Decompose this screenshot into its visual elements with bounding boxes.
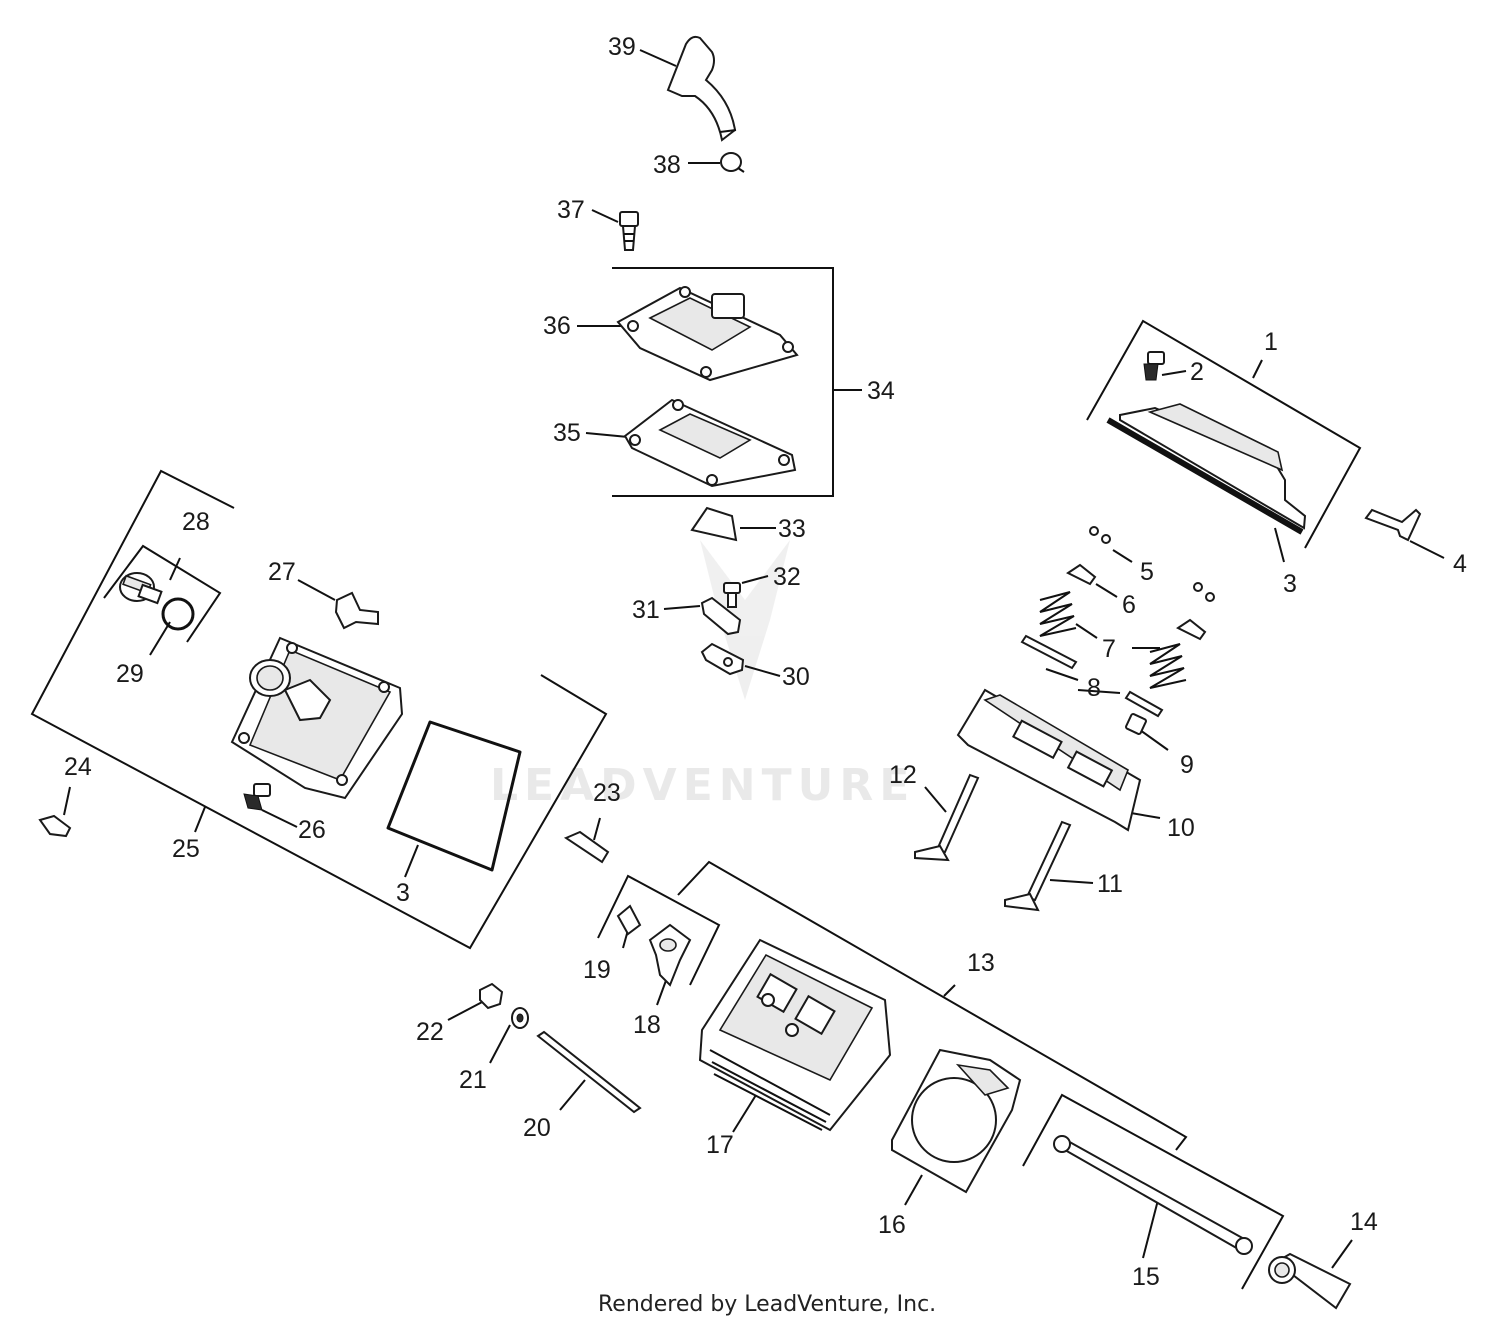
fitting-part[interactable]: [38, 814, 72, 838]
breather-gasket-part[interactable]: [623, 398, 797, 488]
bracket-34: [612, 267, 834, 497]
valve-exhaust-part[interactable]: [1004, 820, 1072, 912]
callout-4: 4: [1453, 550, 1467, 578]
breather-fitting-part[interactable]: [619, 211, 639, 251]
plug-part[interactable]: [243, 783, 271, 811]
valve-keepers-part[interactable]: [1089, 526, 1215, 602]
callout-13: 13: [967, 949, 995, 977]
callout-23: 23: [593, 779, 621, 807]
watermark: LEADVENTURE: [490, 540, 915, 811]
callout-16: 16: [878, 1211, 906, 1239]
bracket-25: [30, 469, 608, 950]
reed-part[interactable]: [690, 506, 738, 542]
callout-1: 1: [1264, 328, 1278, 356]
hose-clamp-part[interactable]: [720, 152, 745, 173]
head-stud-part[interactable]: [536, 1030, 642, 1114]
callout-19: 19: [583, 956, 611, 984]
callout-37: 37: [557, 196, 585, 224]
callout-11: 11: [1097, 870, 1123, 898]
callout-15: 15: [1132, 1263, 1160, 1291]
callout-32: 32: [773, 563, 801, 591]
reed-plate-part[interactable]: [700, 642, 745, 676]
callout-labels: 39 38 37 36 35 34 33 32 31 30 1 2 3 4 5 …: [64, 33, 1467, 1291]
callout-7: 7: [1102, 635, 1116, 663]
callout-28: 28: [182, 508, 210, 536]
callout-20: 20: [523, 1114, 551, 1142]
callout-10: 10: [1167, 814, 1195, 842]
cylinder-head-part[interactable]: [698, 938, 892, 1132]
bracket-1: [1086, 319, 1362, 549]
breather-hose-part[interactable]: [666, 35, 737, 142]
cover-bolt-part[interactable]: [1143, 351, 1165, 381]
rocker-arm-part[interactable]: [648, 923, 692, 987]
nut-part[interactable]: [479, 982, 504, 1010]
callout-5: 5: [1140, 558, 1154, 586]
callout-33: 33: [778, 515, 806, 543]
oil-cap-part[interactable]: [119, 572, 163, 605]
callout-3a: 3: [396, 879, 410, 907]
callout-2: 2: [1190, 358, 1204, 386]
callout-9: 9: [1180, 751, 1194, 779]
callout-6: 6: [1122, 591, 1136, 619]
callout-25: 25: [172, 835, 200, 863]
valve-intake-part[interactable]: [914, 773, 980, 862]
o-ring-part[interactable]: [161, 597, 195, 631]
callout-35: 35: [553, 419, 581, 447]
cover-gasket-part[interactable]: [386, 720, 522, 872]
pins-part[interactable]: [1020, 634, 1164, 718]
valve-cap-part[interactable]: [1125, 713, 1147, 735]
callout-12: 12: [889, 761, 917, 789]
callout-36: 36: [543, 312, 571, 340]
callout-39: 39: [608, 33, 636, 61]
spring-caps-part[interactable]: [1066, 563, 1207, 641]
rocker-cover-part[interactable]: [1106, 403, 1307, 535]
callout-34: 34: [867, 377, 895, 405]
callout-29: 29: [116, 660, 144, 688]
callout-22: 22: [416, 1018, 444, 1046]
watermark-text: LEADVENTURE: [490, 760, 915, 811]
footer-credit: Rendered by LeadVenture, Inc.: [598, 1292, 936, 1317]
callout-31: 31: [632, 596, 660, 624]
stud-part[interactable]: [563, 830, 610, 864]
reed-screw-part[interactable]: [723, 582, 741, 608]
tappet-part[interactable]: [1268, 1252, 1352, 1310]
valve-springs-part[interactable]: [1039, 591, 1187, 689]
callout-24: 24: [64, 753, 92, 781]
bracket-28: [103, 544, 222, 643]
rocker-bridge-part[interactable]: [956, 688, 1142, 832]
bracket-part[interactable]: [1364, 508, 1422, 542]
callout-30: 30: [782, 663, 810, 691]
breather-cover-part[interactable]: [616, 286, 799, 382]
group-brackets: [30, 267, 1362, 1290]
head-gasket-part[interactable]: [891, 1048, 1022, 1194]
callout-26: 26: [298, 816, 326, 844]
elbow-fitting-part[interactable]: [334, 591, 379, 630]
push-rod-part[interactable]: [1053, 1135, 1253, 1255]
leader-lines: [63, 49, 1445, 1269]
callout-17: 17: [706, 1131, 734, 1159]
callout-3b: 3: [1283, 570, 1297, 598]
callout-18: 18: [633, 1011, 661, 1039]
callout-14: 14: [1350, 1208, 1378, 1236]
callout-21: 21: [459, 1066, 487, 1094]
bracket-13: [677, 860, 1188, 1151]
reed-retainer-part[interactable]: [700, 596, 742, 636]
bracket-15: [1022, 1093, 1285, 1290]
watermark-logo: [700, 540, 790, 700]
callout-8: 8: [1087, 674, 1101, 702]
bracket-18: [597, 874, 721, 986]
callout-38: 38: [653, 151, 681, 179]
rocker-pivot-cap-part[interactable]: [616, 904, 642, 936]
washer-part[interactable]: [511, 1007, 529, 1029]
valve-cover-part[interactable]: [230, 636, 404, 800]
callout-27: 27: [268, 558, 296, 586]
